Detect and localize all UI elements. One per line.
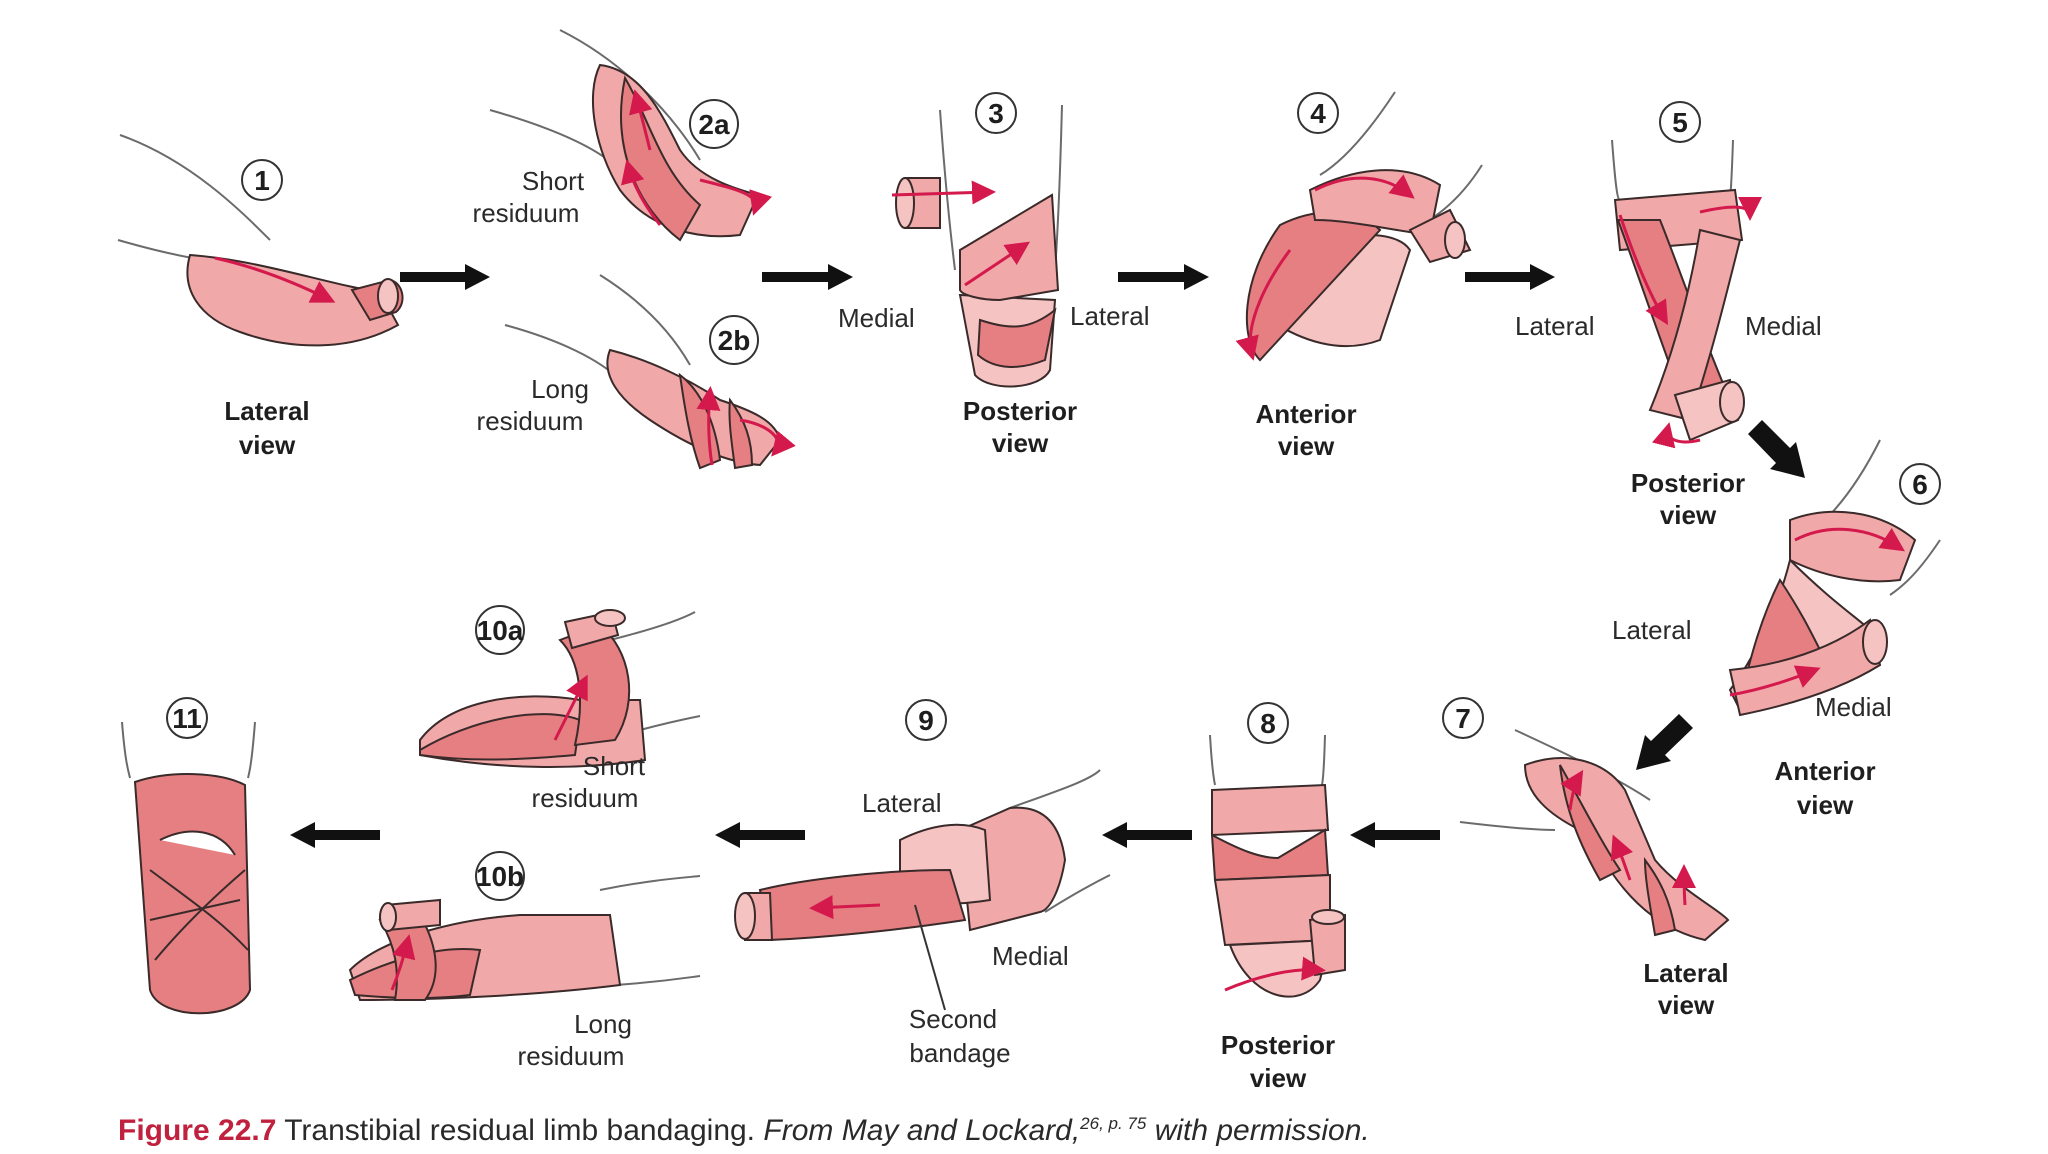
step-2b-number: 2b [718,325,751,356]
step-7-number-circle [1442,697,1484,739]
step-2a-illustration [489,29,773,242]
step-10b-residuum-line2: residuum [518,1041,625,1071]
step-5-illustration [1611,139,1762,449]
step-4-number-circle [1297,92,1339,134]
step-9-second-line2: bandage [909,1038,1010,1068]
figure-title: Transtibial residual limb bandaging. [284,1114,756,1147]
step-11-number: 11 [172,703,202,734]
figure-source: From May and Lockard, [763,1114,1081,1147]
step-1-number-circle [241,159,283,201]
step-6-lateral-label: Lateral [1612,615,1692,645]
step-5-view-line2: view [1660,500,1717,530]
figure-number: Figure 22.7 [118,1114,277,1147]
step-4-view-line1: Anterior [1255,399,1356,429]
step-7-number: 7 [1455,703,1471,734]
step-3-number-circle [975,92,1017,134]
step-6-view-line2: view [1797,790,1854,820]
flow-arrow-6-to-7 [1636,714,1693,770]
step-1-view-line2: view [239,430,296,460]
step-8-view-line2: view [1250,1063,1307,1093]
step-7-view-line2: view [1658,990,1715,1020]
flow-arrow-1-to-2 [400,264,490,290]
flow-arrow-8-to-9 [1102,822,1192,848]
step-3-illustration [891,104,1063,388]
step-3-view-line1: Posterior [963,396,1077,426]
flow-arrow-10-to-11 [290,822,380,848]
step-10a-residuum-line1: Short [583,751,646,781]
step-10b-number-circle [475,851,525,901]
step-2b-illustration [504,274,796,470]
step-9-second-line1: Second [909,1004,997,1034]
flow-arrows [290,264,1805,848]
step-6-number-circle [1899,463,1941,505]
flow-arrow-4-to-5 [1465,264,1555,290]
step-8-illustration [1209,734,1346,998]
step-5-number: 5 [1672,107,1688,138]
flow-arrow-7-to-8 [1350,822,1440,848]
step-2b-residuum-line1: Long [531,374,589,404]
step-1-number: 1 [254,165,270,196]
step-8-number: 8 [1260,708,1276,739]
step-4-illustration [1235,91,1483,362]
step-9-number: 9 [918,705,934,736]
step-10b-number: 10b [476,861,524,892]
step-11-illustration [121,721,256,1015]
step-10b-illustration [348,875,701,1002]
figure-permission: with permission. [1154,1114,1370,1147]
step-1-illustration [117,134,404,347]
step-9-number-circle [905,699,947,741]
step-2b-residuum-line2: residuum [477,406,584,436]
step-4-number: 4 [1310,98,1326,129]
step-5-number-circle [1659,101,1701,143]
step-5-view-line1: Posterior [1631,468,1745,498]
step-11-number-circle [166,697,208,739]
step-7-view-line1: Lateral [1643,958,1728,988]
step-10b-residuum-line1: Long [574,1009,632,1039]
flow-arrow-5-to-6 [1748,420,1805,478]
flow-arrow-2-to-3 [762,264,853,290]
step-8-view-line1: Posterior [1221,1030,1335,1060]
step-10a-number: 10a [477,615,524,646]
figure-caption: Figure 22.7 Transtibial residual limb ba… [118,1114,1370,1154]
step-6-medial-label: Medial [1815,692,1892,722]
step-7-illustration [1459,729,1730,942]
step-10a-number-circle [475,605,525,655]
figure-source-reference: 26, p. 75 [1080,1114,1147,1133]
step-9-illustration [734,769,1111,1011]
step-10a-illustration [419,609,701,768]
step-1-view-line1: Lateral [224,396,309,426]
step-9-medial-label: Medial [992,941,1069,971]
step-3-lateral-label: Lateral [1070,301,1150,331]
step-3-number: 3 [988,98,1004,129]
step-2a-residuum-line1: Short [522,166,585,196]
step-3-view-line2: view [992,428,1049,458]
step-9-lateral-label: Lateral [862,788,942,818]
step-2a-number-circle [689,99,739,149]
step-6-view-line1: Anterior [1774,756,1875,786]
flow-arrow-9-to-10 [715,822,805,848]
step-2a-residuum-line2: residuum [473,198,580,228]
step-8-number-circle [1247,702,1289,744]
step-5-medial-label: Medial [1745,311,1822,341]
step-3-medial-label: Medial [838,303,915,333]
step-2b-number-circle [709,315,759,365]
step-6-illustration [1728,439,1941,717]
step-2a-number: 2a [698,109,730,140]
step-10a-residuum-line2: residuum [532,783,639,813]
step-5-lateral-label: Lateral [1515,311,1595,341]
flow-arrow-3-to-4 [1118,264,1209,290]
step-4-view-line2: view [1278,431,1335,461]
step-6-number: 6 [1912,469,1928,500]
